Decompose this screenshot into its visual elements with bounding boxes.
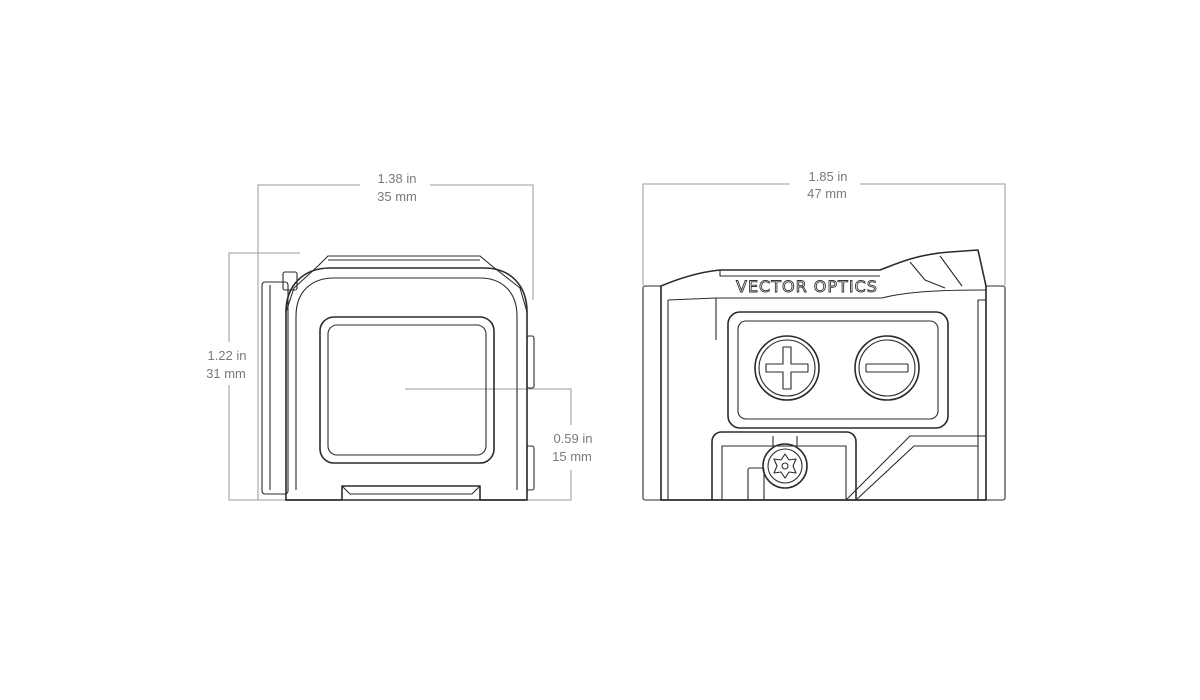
- torx-screw: [762, 443, 808, 489]
- front-height-in-label: 1.22 in: [207, 348, 246, 363]
- brand-logo-text: VECTOR OPTICS: [736, 277, 878, 296]
- torx-screw-icon: [773, 453, 797, 479]
- front-width-dimension: 1.38 in 35 mm: [257, 171, 534, 500]
- front-lens-window: [319, 316, 495, 464]
- side-length-in-label: 1.85 in: [808, 169, 847, 184]
- side-length-mm-label: 47 mm: [807, 186, 847, 201]
- front-right-buttons: [526, 335, 535, 491]
- plus-button: [754, 335, 820, 401]
- front-left-plate: [261, 271, 298, 495]
- front-window-mm-label: 15 mm: [552, 449, 592, 464]
- front-view: 1.38 in 35 mm 1.22 in 31 mm 0.59 in 15 m…: [206, 171, 593, 501]
- front-width-mm-label: 35 mm: [377, 189, 417, 204]
- minus-button: [854, 335, 920, 401]
- side-lower-compartment: [711, 431, 986, 501]
- side-housing: [660, 249, 987, 501]
- side-length-dimension: 1.85 in 47 mm: [642, 169, 1006, 285]
- front-window-height-dimension: 0.59 in 15 mm: [405, 388, 593, 501]
- minus-icon: [865, 363, 909, 373]
- side-button-panel: [727, 311, 949, 429]
- side-view: 1.85 in 47 mm VECTOR OPTICS: [642, 169, 1006, 501]
- front-housing: [285, 255, 528, 501]
- plus-icon: [765, 346, 809, 390]
- front-width-in-label: 1.38 in: [377, 171, 416, 186]
- front-height-dimension: 1.22 in 31 mm: [206, 252, 300, 501]
- front-window-in-label: 0.59 in: [553, 431, 592, 446]
- front-height-mm-label: 31 mm: [206, 366, 246, 381]
- side-end-plates: [642, 285, 1006, 501]
